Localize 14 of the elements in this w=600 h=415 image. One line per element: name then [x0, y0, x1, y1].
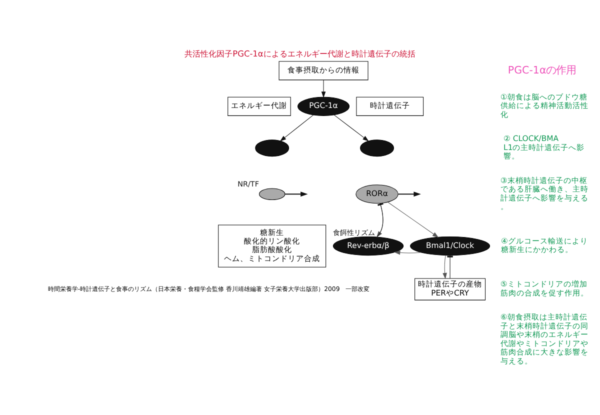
arrow — [280, 114, 314, 141]
connector — [447, 254, 453, 278]
arrow — [321, 79, 326, 98]
node-ellipse — [258, 188, 286, 200]
arrow — [388, 201, 439, 238]
diagram-title: 共活性化因子PGC-1αによるエネルギー代謝と時計遺伝子の統括 — [184, 48, 416, 58]
node-ellipse — [360, 139, 394, 156]
node-ellipse — [255, 139, 290, 156]
arrow — [285, 191, 308, 196]
arrow — [334, 114, 369, 141]
arrow — [442, 254, 447, 279]
label: PGC-1αの作用 — [508, 64, 576, 76]
arrow — [394, 250, 422, 254]
arrow — [398, 191, 421, 196]
